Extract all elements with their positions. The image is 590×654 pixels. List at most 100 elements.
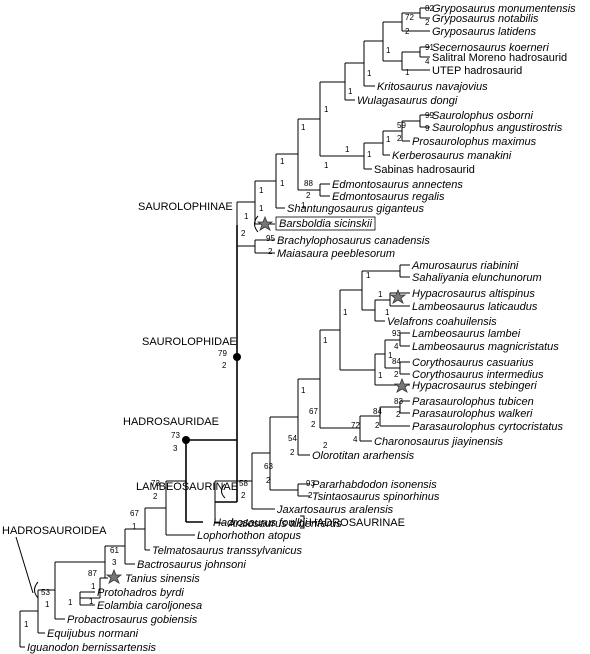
taxon-label: Pararhabdodon isonensis [312, 479, 437, 491]
support-value: 59 [397, 121, 406, 130]
support-value: 93 [306, 479, 315, 488]
taxon-label: Barsboldia sicinskii [279, 218, 372, 230]
support-value: 1 [378, 371, 383, 380]
support-value: 61 [110, 546, 119, 555]
support-value: 1 [345, 145, 350, 154]
taxon-label: Amurosaurus riabinini [411, 260, 519, 272]
support-value: 1 [301, 201, 306, 210]
taxon-label: Gryposaurus notabilis [432, 13, 539, 25]
support-value: 95 [266, 234, 275, 243]
support-value: 2 [241, 491, 246, 500]
taxon-label: Telmatosaurus transsylvanicus [152, 545, 302, 557]
taxon-label: UTEP hadrosaurid [432, 65, 522, 77]
taxon-label: Wulagasaurus dongi [357, 95, 458, 107]
support-value: 1 [91, 582, 96, 591]
support-value: 9 [425, 124, 430, 133]
taxon-label: Saurolophus osborni [432, 110, 533, 122]
node-dots [182, 353, 241, 444]
support-value: 4 [353, 435, 358, 444]
support-value: 1 [367, 69, 372, 78]
support-value: 83 [394, 397, 403, 406]
support-value: 2 [396, 410, 401, 419]
support-value: 4 [394, 342, 399, 351]
support-value: 1 [24, 620, 29, 629]
taxon-label: Lambeosaurus magnicristatus [412, 341, 559, 353]
support-value: 1 [343, 308, 348, 317]
taxon-label: Edmontosaurus regalis [332, 191, 445, 203]
taxon-label: Velafrons coahuilensis [387, 316, 497, 328]
taxon-label: Bactrosaurus johnsoni [137, 559, 246, 571]
saurolophidae-node [233, 353, 241, 361]
support-value: 2 [308, 491, 313, 500]
clade-label-hadrosauridae: HADROSAURIDAE [123, 416, 219, 428]
support-value: 1 [378, 290, 383, 299]
support-value: 1 [386, 135, 391, 144]
taxon-label: Brachylophosaurus canadensis [277, 235, 430, 247]
support-value: 2 [311, 420, 316, 429]
support-value: 2 [394, 370, 399, 379]
clade-label-saurolophinae: SAUROLOPHINAE [138, 201, 233, 213]
taxon-label: Kerberosaurus manakini [392, 150, 512, 162]
support-value: 73 [171, 431, 180, 440]
taxon-label: Tanius sinensis [125, 573, 200, 585]
support-value: 1 [89, 597, 94, 606]
support-value: 2 [241, 229, 246, 238]
taxon-label: Equijubus normani [47, 628, 139, 640]
support-value: 88 [304, 179, 313, 188]
support-value: 67 [309, 407, 318, 416]
support-value: 2 [405, 27, 410, 36]
taxon-label: Jaxartosaurus aralensis [276, 504, 394, 516]
support-value: 54 [288, 434, 297, 443]
support-value: 2 [397, 134, 402, 143]
taxon-label: Corythosaurus casuarius [412, 357, 534, 369]
support-value: 1 [386, 46, 391, 55]
support-value: 1 [388, 351, 393, 360]
support-value: 2 [268, 247, 273, 256]
support-value: 1 [324, 161, 329, 170]
support-value: 2 [290, 448, 295, 457]
support-value: 93 [392, 329, 401, 338]
support-value: 1 [280, 179, 285, 188]
taxon-label: Sabinas hadrosaurid [374, 164, 475, 176]
taxon-label: Sahaliyania elunchunorum [412, 272, 542, 284]
taxon-label: Iguanodon bernissartensis [27, 642, 157, 654]
support-value: 1 [280, 157, 285, 166]
taxon-label: Probactrosaurus gobiensis [67, 614, 198, 626]
support-value: 67 [130, 509, 139, 518]
support-value: 1 [301, 123, 306, 132]
taxon-label: Gryposaurus latidens [432, 26, 536, 38]
clade-label-hadrosaurinae: HADROSAURINAE [309, 517, 405, 529]
hadrosaurinae-bracket [300, 515, 305, 529]
support-value: 2 [306, 191, 311, 200]
taxon-label: Protohadros byrdi [97, 587, 184, 599]
taxon-label: Olorotitan ararhensis [312, 450, 415, 462]
support-value: 2 [222, 361, 227, 370]
support-value: 1 [259, 204, 264, 213]
clade-label-hadrosauroidea: HADROSAUROIDEA [2, 525, 107, 537]
support-value: 73 [151, 479, 160, 488]
support-value: 1 [367, 150, 372, 159]
stars [105, 215, 411, 584]
support-value: 82 [425, 4, 434, 13]
support-value: 63 [264, 462, 273, 471]
support-value: 84 [392, 357, 401, 366]
support-value: 1 [348, 87, 353, 96]
support-value: 3 [112, 558, 117, 567]
star-icon [389, 288, 407, 304]
support-value: 1 [323, 336, 328, 345]
support-value: 2 [266, 476, 271, 485]
support-value: 79 [218, 349, 227, 358]
clade-label-lambeosaurinae: LAMBEOSAURINAE [136, 481, 238, 493]
taxon-label: Parasaurolophus walkeri [412, 408, 533, 420]
support-value: 4 [425, 57, 430, 66]
taxon-label: Parasaurolophus tubicen [412, 396, 534, 408]
support-value: 2 [425, 18, 430, 27]
taxon-label: Lophorhothon atopus [197, 530, 301, 542]
support-value: 1 [45, 600, 50, 609]
hadrosauridae-node [182, 436, 190, 444]
taxon-label: Prosaurolophus maximus [412, 136, 537, 148]
star-icon [256, 215, 274, 231]
support-value: 87 [88, 569, 97, 578]
support-value: 1 [68, 598, 73, 607]
